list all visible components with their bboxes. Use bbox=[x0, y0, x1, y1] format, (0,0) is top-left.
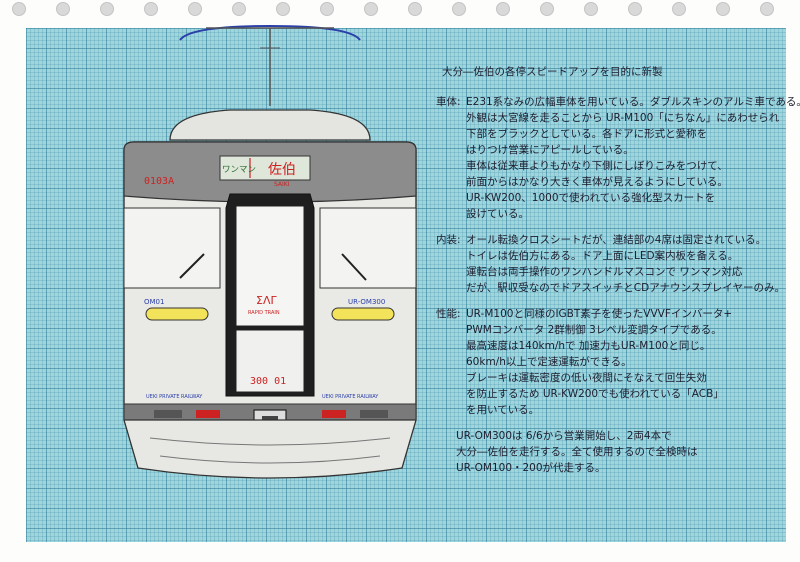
spec-section-label: 性能: bbox=[436, 308, 461, 320]
binder-hole bbox=[452, 2, 466, 16]
operation-line: 大分―佐伯を走行する。全て使用するので全検時は bbox=[456, 446, 698, 458]
spec-line: トイレは佐伯方にある。ドア上面にLED案内板を备える。 bbox=[466, 250, 739, 262]
spec-section: 性能: UR-M100と同様のIGBT素子を使ったVVVFインバータ+ PWMコンバ… bbox=[436, 306, 778, 418]
spec-line: だが、駅収受なのでドアスイッチとCDアナウンスプレイヤーのみ。 bbox=[466, 282, 785, 294]
binder-hole bbox=[408, 2, 422, 16]
destination-kana: ワンマン bbox=[222, 165, 256, 175]
railway-logo: ΣΛΓ bbox=[256, 294, 277, 307]
door-lower-panel bbox=[235, 329, 305, 393]
spec-section: 車体: E231系なみの広幅車体を用いている。ダブルスキンのアルミ車である。外観は… bbox=[436, 94, 800, 222]
spec-line: オール転換クロスシートだが、連結部の4席は固定されている。 bbox=[466, 234, 767, 246]
left-windshield bbox=[123, 207, 221, 289]
operation-line: UR-OM100・200が代走する。 bbox=[456, 462, 606, 474]
operation-notes: UR-OM300は 6/6から営業開始し、2両4本で大分―佐伯を走行する。全て使… bbox=[456, 428, 778, 476]
railway-name-left: UEKI PRIVATE RAILWAY bbox=[146, 394, 203, 400]
binder-hole bbox=[716, 2, 730, 16]
skirt bbox=[123, 419, 417, 479]
spec-section-body: オール転換クロスシートだが、連結部の4席は固定されている。トイレは佐伯方にある。… bbox=[466, 232, 785, 296]
spec-line: 最高速度は140km/hで 加速力もUR-M100と同じ。 bbox=[466, 340, 711, 352]
front-number: 300 01 bbox=[250, 376, 286, 387]
train-number-sign: 0103A bbox=[144, 176, 174, 187]
brand-name: RAPID TRAIN bbox=[248, 310, 280, 316]
binder-hole bbox=[188, 2, 202, 16]
binder-hole bbox=[100, 2, 114, 16]
spec-section-label: 内装: bbox=[436, 234, 461, 246]
spec-line: 設けている。 bbox=[466, 208, 529, 220]
destination-sign bbox=[219, 155, 311, 181]
binder-hole bbox=[56, 2, 70, 16]
spec-line: PWMコンバータ 2群制御 3レベル変調タイプである。 bbox=[466, 324, 722, 336]
binder-hole bbox=[144, 2, 158, 16]
spec-notes: 大分―佐伯の各停スピードアップを目的に新製 車体: E231系なみの広幅車体を用い… bbox=[436, 64, 800, 476]
binder-hole bbox=[496, 2, 510, 16]
spec-line: ブレーキは運転密度の低い夜間にそなえて回生失効 bbox=[466, 372, 707, 384]
right-marker bbox=[360, 410, 388, 418]
binder-hole bbox=[320, 2, 334, 16]
car-label-right: UR-OM300 bbox=[348, 298, 385, 306]
spec-line: 60km/h以上で定速運転ができる。 bbox=[466, 356, 632, 368]
spec-line: を防止するため UR-KW200でも使われている「ACB」 bbox=[466, 388, 724, 400]
spec-section-label: 車体: bbox=[436, 96, 461, 108]
notes-title: 大分―佐伯の各停スピードアップを目的に新製 bbox=[442, 66, 663, 78]
spec-section-body: UR-M100と同様のIGBT素子を使ったVVVFインバータ+ PWMコンバータ … bbox=[466, 306, 778, 418]
spec-section-body: E231系なみの広幅車体を用いている。ダブルスキンのアルミ車である。外観は大宮線… bbox=[466, 94, 800, 222]
right-windshield bbox=[319, 207, 417, 289]
spec-line: 外観は大宮線を走ることから UR-M100「にちなん」にあわせられ bbox=[466, 112, 780, 124]
right-tail-light bbox=[322, 410, 346, 418]
binder-hole bbox=[540, 2, 554, 16]
spec-section: 内装: オール転換クロスシートだが、連結部の4席は固定されている。トイレは佐伯方に… bbox=[436, 232, 785, 296]
binder-hole bbox=[232, 2, 246, 16]
destination-kanji: 佐伯 bbox=[268, 162, 296, 178]
right-wiper bbox=[341, 253, 367, 281]
door-window bbox=[235, 205, 305, 327]
roof bbox=[169, 109, 371, 141]
car-label-left: OM01 bbox=[144, 298, 164, 306]
pantograph bbox=[179, 24, 361, 106]
spec-line: UR-M100と同様のIGBT素子を使ったVVVFインバータ+ bbox=[466, 308, 733, 320]
operation-line: UR-OM300は 6/6から営業開始し、2両4本で bbox=[456, 430, 672, 442]
binder-hole bbox=[628, 2, 642, 16]
binder-hole bbox=[12, 2, 26, 16]
left-headlight bbox=[145, 307, 209, 321]
spec-line: はりつけ営業にアピールしている。 bbox=[466, 144, 634, 156]
spec-line: 運転台は両手操作のワンハンドルマスコンで ワンマン対応 bbox=[466, 266, 743, 278]
spec-line: 前面からはかなり大きく車体が見えるようにしている。 bbox=[466, 176, 728, 188]
spec-line: UR-KW200、1000で使われている強化型スカートを bbox=[466, 192, 716, 204]
railway-name-right: UEKI PRIVATE RAILWAY bbox=[322, 394, 379, 400]
destination-romaji: SAIKI bbox=[274, 181, 290, 188]
binder-hole bbox=[760, 2, 774, 16]
binder-hole bbox=[584, 2, 598, 16]
spec-line: 下部をブラックとしている。各ドアに形式と愛称を bbox=[466, 128, 708, 140]
spec-line: 車体は従来車よりもかなり下側にしぼりこみをつけて、 bbox=[466, 160, 728, 172]
binder-hole bbox=[672, 2, 686, 16]
binder-hole bbox=[276, 2, 290, 16]
spec-sections: 車体: E231系なみの広幅車体を用いている。ダブルスキンのアルミ車である。外観は… bbox=[436, 94, 800, 418]
left-marker bbox=[154, 410, 182, 418]
spec-line: を用いている。 bbox=[466, 404, 540, 416]
train-front-drawing: ワンマン 佐伯 SAIKI 0103A ΣΛΓ RAPID TRAIN OM01… bbox=[123, 24, 417, 479]
left-wiper bbox=[179, 253, 205, 279]
binder-hole bbox=[364, 2, 378, 16]
spec-line: E231系なみの広幅車体を用いている。ダブルスキンのアルミ車である。 bbox=[466, 96, 800, 108]
right-headlight bbox=[331, 307, 395, 321]
left-tail-light bbox=[196, 410, 220, 418]
